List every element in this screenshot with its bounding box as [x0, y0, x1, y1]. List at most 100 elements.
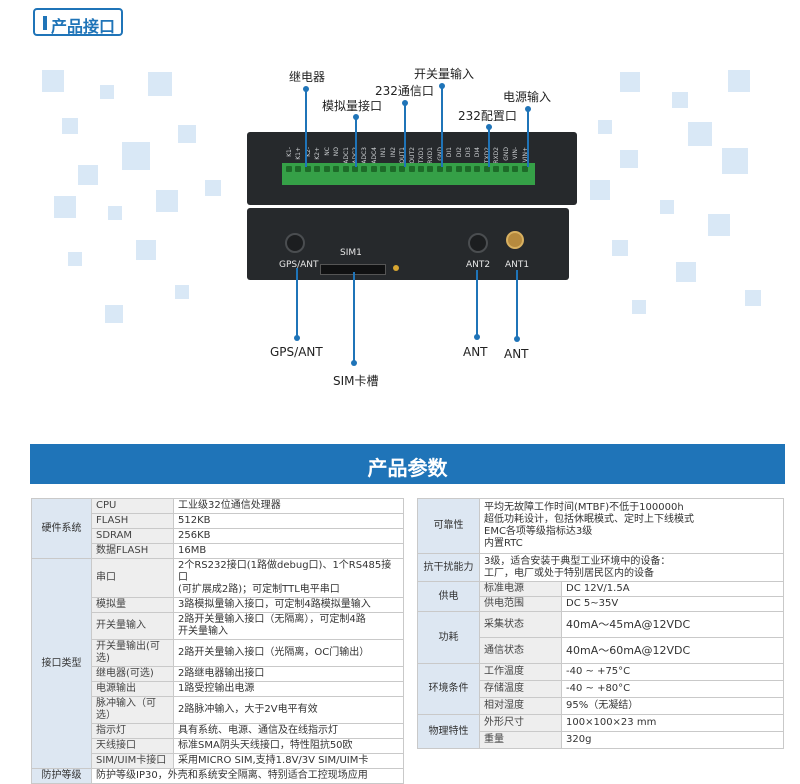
callout-line-ant-a — [476, 270, 478, 336]
category-cell: 防护等级 — [31, 768, 92, 784]
value-cell: 40mA～60mA@12VDC — [561, 637, 784, 664]
label-cell: 电源输出 — [91, 681, 174, 697]
category-cell: 环境条件 — [417, 663, 480, 715]
terminal-pin — [314, 166, 321, 172]
pin-label: DI3 — [465, 147, 473, 158]
value-cell: 95%（无凝结） — [561, 697, 784, 715]
callout-line-sim-slot — [353, 272, 355, 362]
callout-line-analog — [355, 117, 357, 167]
terminal-pin — [342, 166, 349, 172]
ant1-device-label: ANT1 — [505, 260, 530, 270]
label-cell: 工作温度 — [479, 663, 562, 681]
value-cell: 256KB — [173, 528, 404, 544]
pin-label: ADC1 — [342, 147, 350, 164]
ant1-sma-connector — [506, 231, 524, 249]
callout-ant-b: ANT — [504, 347, 529, 361]
pin-label: IN2 — [389, 147, 397, 158]
callout-relay: 继电器 — [289, 70, 326, 84]
terminal-pin — [295, 166, 302, 172]
value-cell: 320g — [561, 731, 784, 749]
terminal-block — [282, 163, 535, 185]
callout-line-ant-b — [516, 270, 518, 338]
terminal-pin — [446, 166, 453, 172]
label-cell: 天线接口 — [91, 738, 174, 754]
pin-label: GND — [502, 147, 510, 161]
callout-line-relay — [305, 89, 307, 167]
category-cell: 物理特性 — [417, 714, 480, 749]
terminal-pin — [455, 166, 462, 172]
terminal-pin — [370, 166, 377, 172]
label-cell: 重量 — [479, 731, 562, 749]
callout-dot-gps-ant — [294, 335, 300, 341]
callout-line-232-comm — [404, 103, 406, 167]
category-cell: 可靠性 — [417, 498, 480, 554]
pin-label: DI1 — [446, 147, 454, 158]
callout-power-input: 电源输入 — [503, 90, 552, 104]
header-accent-bar — [43, 16, 47, 30]
callout-dot-switch-input — [439, 83, 445, 89]
terminal-pin — [427, 166, 434, 172]
terminal-pin — [521, 166, 528, 172]
terminal-pin — [408, 166, 415, 172]
callout-232-comm: 232通信口 — [375, 84, 434, 98]
ant2-jack — [468, 233, 488, 253]
value-cell: 采用MICRO SIM,支持1.8V/3V SIM/UIM卡 — [173, 753, 404, 769]
led-indicator — [393, 265, 399, 271]
value-cell: -40 ~ +75°C — [561, 663, 784, 681]
pin-label: K1- — [286, 147, 293, 157]
callout-gps-ant: GPS/ANT — [270, 345, 323, 359]
pin-label: K2+ — [314, 147, 322, 160]
value-cell: 2路开关量输入接口（无隔离），可定制4路 开关量输入 — [173, 612, 404, 640]
section-title: 产品接口 — [51, 17, 116, 36]
value-cell: DC 12V/1.5A — [561, 581, 784, 597]
label-cell: 相对湿度 — [479, 697, 562, 715]
callout-line-gps-ant — [296, 268, 298, 338]
pin-label: DI2 — [455, 147, 463, 158]
callout-dot-relay — [303, 86, 309, 92]
value-cell: 2路继电器输出接口 — [173, 666, 404, 682]
ant2-device-label: ANT2 — [466, 260, 491, 270]
label-cell: FLASH — [91, 513, 174, 529]
terminal-pin — [483, 166, 490, 172]
value-cell: 40mA～45mA@12VDC — [561, 611, 784, 638]
pin-label: NC — [323, 147, 331, 156]
label-cell: CPU — [91, 498, 174, 514]
value-cell: -40 ~ +80°C — [561, 680, 784, 698]
pin-label: ADC4 — [370, 147, 378, 164]
terminal-pin — [323, 166, 330, 172]
callout-dot-232-comm — [402, 100, 408, 106]
pin-label: TXD1 — [417, 147, 425, 164]
label-cell: 采集状态 — [479, 611, 562, 638]
terminal-pin — [436, 166, 443, 172]
section-header: 产品接口 — [33, 8, 123, 36]
callout-switch-input: 开关量输入 — [414, 67, 475, 81]
terminal-pin — [389, 166, 396, 172]
terminal-pin — [465, 166, 472, 172]
pin-label: VIN- — [512, 147, 520, 160]
pin-label: RXD2 — [493, 147, 501, 164]
value-cell: DC 5~35V — [561, 596, 784, 612]
callout-line-power-input — [527, 109, 529, 167]
value-cell: 100×100×23 mm — [561, 714, 784, 732]
table-row: 继电器(可选)2路继电器输出接口 — [32, 666, 404, 682]
callout-dot-ant-b — [514, 336, 520, 342]
value-cell: 2路脉冲输入，大于2V电平有效 — [173, 696, 404, 724]
gps-ant-device-label: GPS/ANT — [279, 260, 319, 270]
callout-ant-a: ANT — [463, 345, 488, 359]
terminal-pin — [502, 166, 509, 172]
terminal-pin — [493, 166, 500, 172]
terminal-pin — [304, 166, 311, 172]
pin-label: K1+ — [295, 147, 303, 160]
pin-label: ADC3 — [361, 147, 369, 164]
value-cell: 512KB — [173, 513, 404, 529]
value-cell: 16MB — [173, 543, 404, 559]
label-cell: 开关量输入 — [91, 612, 174, 640]
callout-sim-slot: SIM卡槽 — [333, 374, 379, 388]
terminal-pin — [333, 166, 340, 172]
callout-analog: 模拟量接口 — [322, 99, 383, 113]
